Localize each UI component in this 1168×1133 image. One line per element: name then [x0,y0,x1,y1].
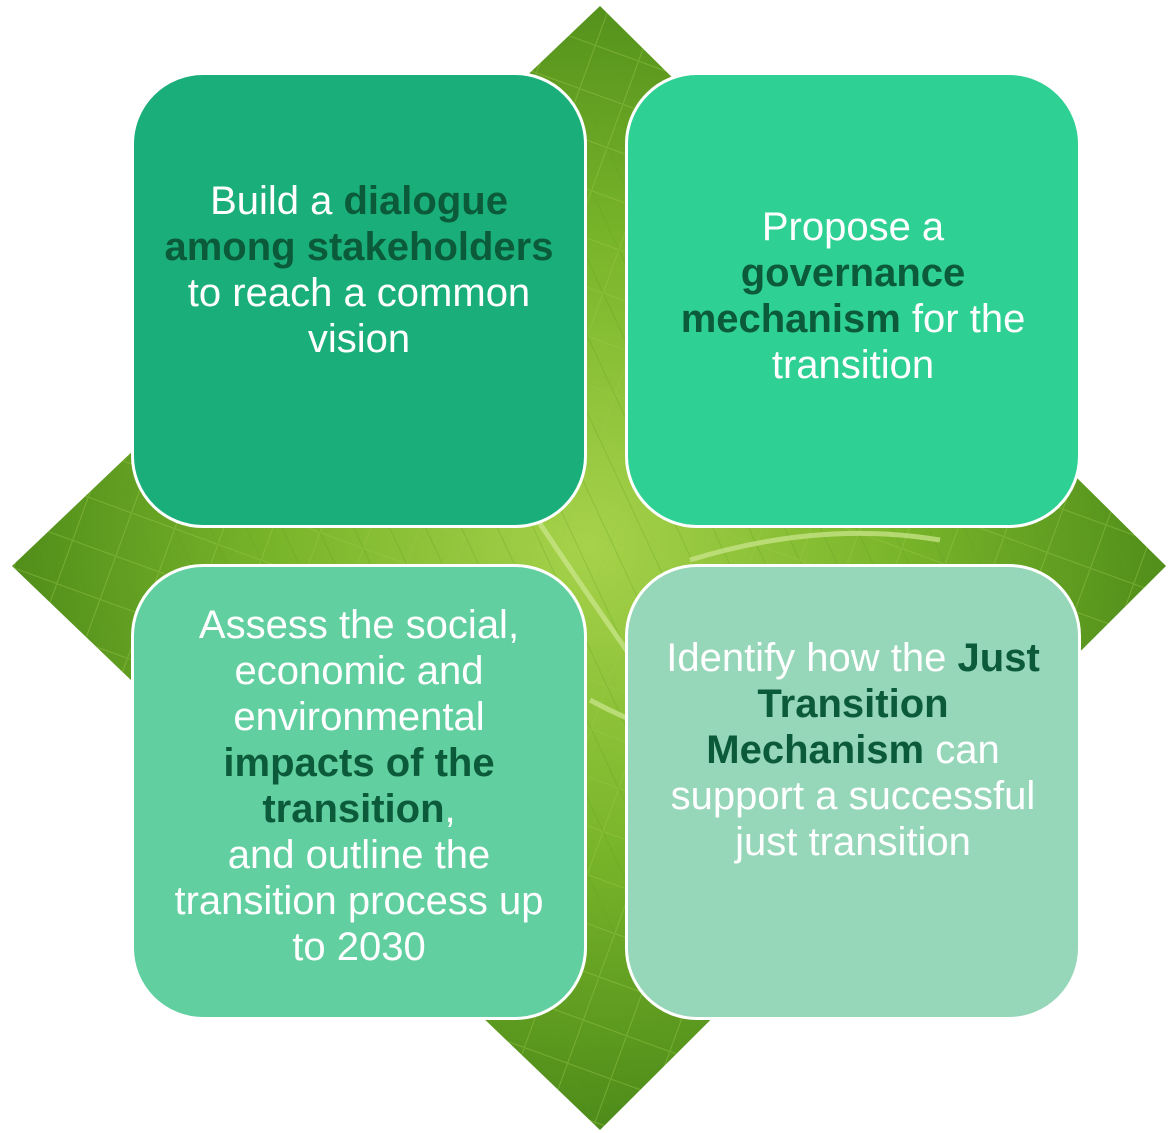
card-jtm-text: Identify how the Just Transition Mechani… [666,636,1040,864]
card-impacts-text: Assess the social, economic and environm… [174,603,544,969]
card-governance-text: Propose a governance mechanism for the t… [680,205,1026,387]
card-jtm: Identify how the Just Transition Mechani… [625,564,1081,1020]
card-dialogue-text: Build a dialogue among stakeholders to r… [164,179,554,361]
card-impacts-emphasis: impacts of the transition [223,741,495,831]
card-governance: Propose a governance mechanism for the t… [625,72,1081,528]
card-dialogue: Build a dialogue among stakeholders to r… [131,72,587,528]
card-jtm-emphasis: Just Transition Mechanism [706,636,1040,772]
card-governance-emphasis: governance mechanism [680,251,966,341]
card-dialogue-emphasis: dialogue among stakeholders [164,179,554,269]
card-impacts: Assess the social, economic and environm… [131,564,587,1020]
